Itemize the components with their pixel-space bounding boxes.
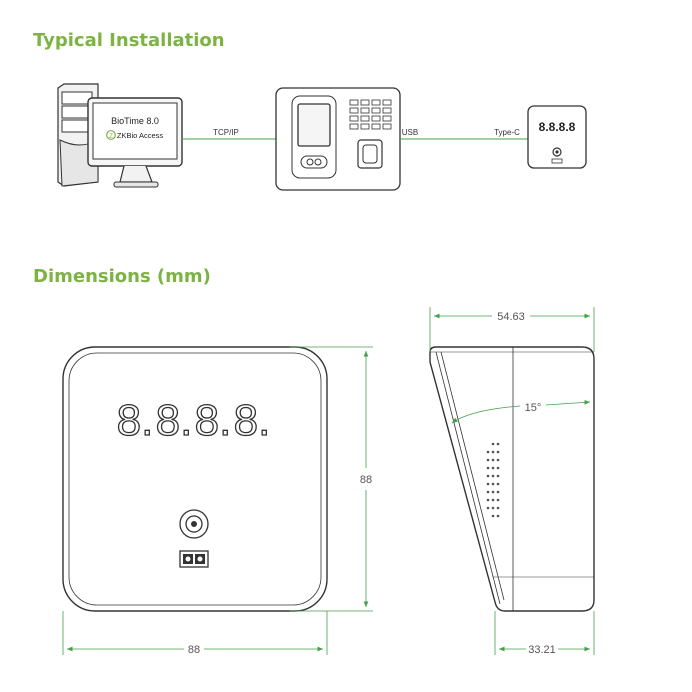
front-height-dimension: 88	[290, 346, 373, 612]
digit-1: 8.	[117, 396, 154, 445]
display-device-small: 8.8.8.8	[527, 105, 587, 169]
front-camera-icon	[179, 509, 209, 539]
small-display-readout: 8.8.8.8	[539, 120, 576, 134]
front-view: 8. 8. 8. 8.	[62, 346, 328, 612]
pc-workstation: BioTime 8.0 Z ZKBio Access	[57, 83, 183, 188]
dimensions-heading: Dimensions (mm)	[33, 266, 211, 287]
front-width-dimension: 88	[62, 611, 328, 656]
zkbio-logo-icon	[106, 130, 116, 140]
side-angle-dimension: 15°	[451, 399, 591, 424]
terminal-screen	[297, 103, 331, 147]
front-width-label: 88	[188, 644, 200, 656]
side-base-dimension: 33.21	[494, 611, 595, 656]
side-base-label: 33.21	[528, 644, 556, 656]
front-height-label: 88	[360, 474, 372, 486]
typec-label: Type-C	[494, 128, 520, 137]
side-depth-label: 54.63	[497, 311, 525, 323]
front-sensor-icon	[179, 550, 209, 568]
zkbio-logo-letter: Z	[109, 134, 113, 140]
vent-holes-icon	[486, 442, 500, 518]
software-label-biotime: BioTime 8.0	[111, 116, 159, 126]
digit-3: 8.	[195, 396, 232, 445]
access-terminal	[275, 87, 401, 191]
side-angle-label: 15°	[525, 402, 542, 414]
terminal-camera-icon	[300, 155, 328, 169]
tcpip-label: TCP/IP	[213, 128, 239, 137]
keypad-icon	[349, 99, 392, 130]
digit-4: 8.	[234, 396, 271, 445]
side-view	[429, 346, 595, 612]
side-depth-dimension: 54.63	[429, 307, 595, 352]
installation-heading: Typical Installation	[33, 30, 225, 51]
software-label-zkbio: ZKBio Access	[117, 131, 164, 140]
front-display-digits: 8. 8. 8. 8.	[116, 395, 271, 445]
digit-2: 8.	[156, 396, 193, 445]
usb-label: USB	[402, 128, 418, 137]
